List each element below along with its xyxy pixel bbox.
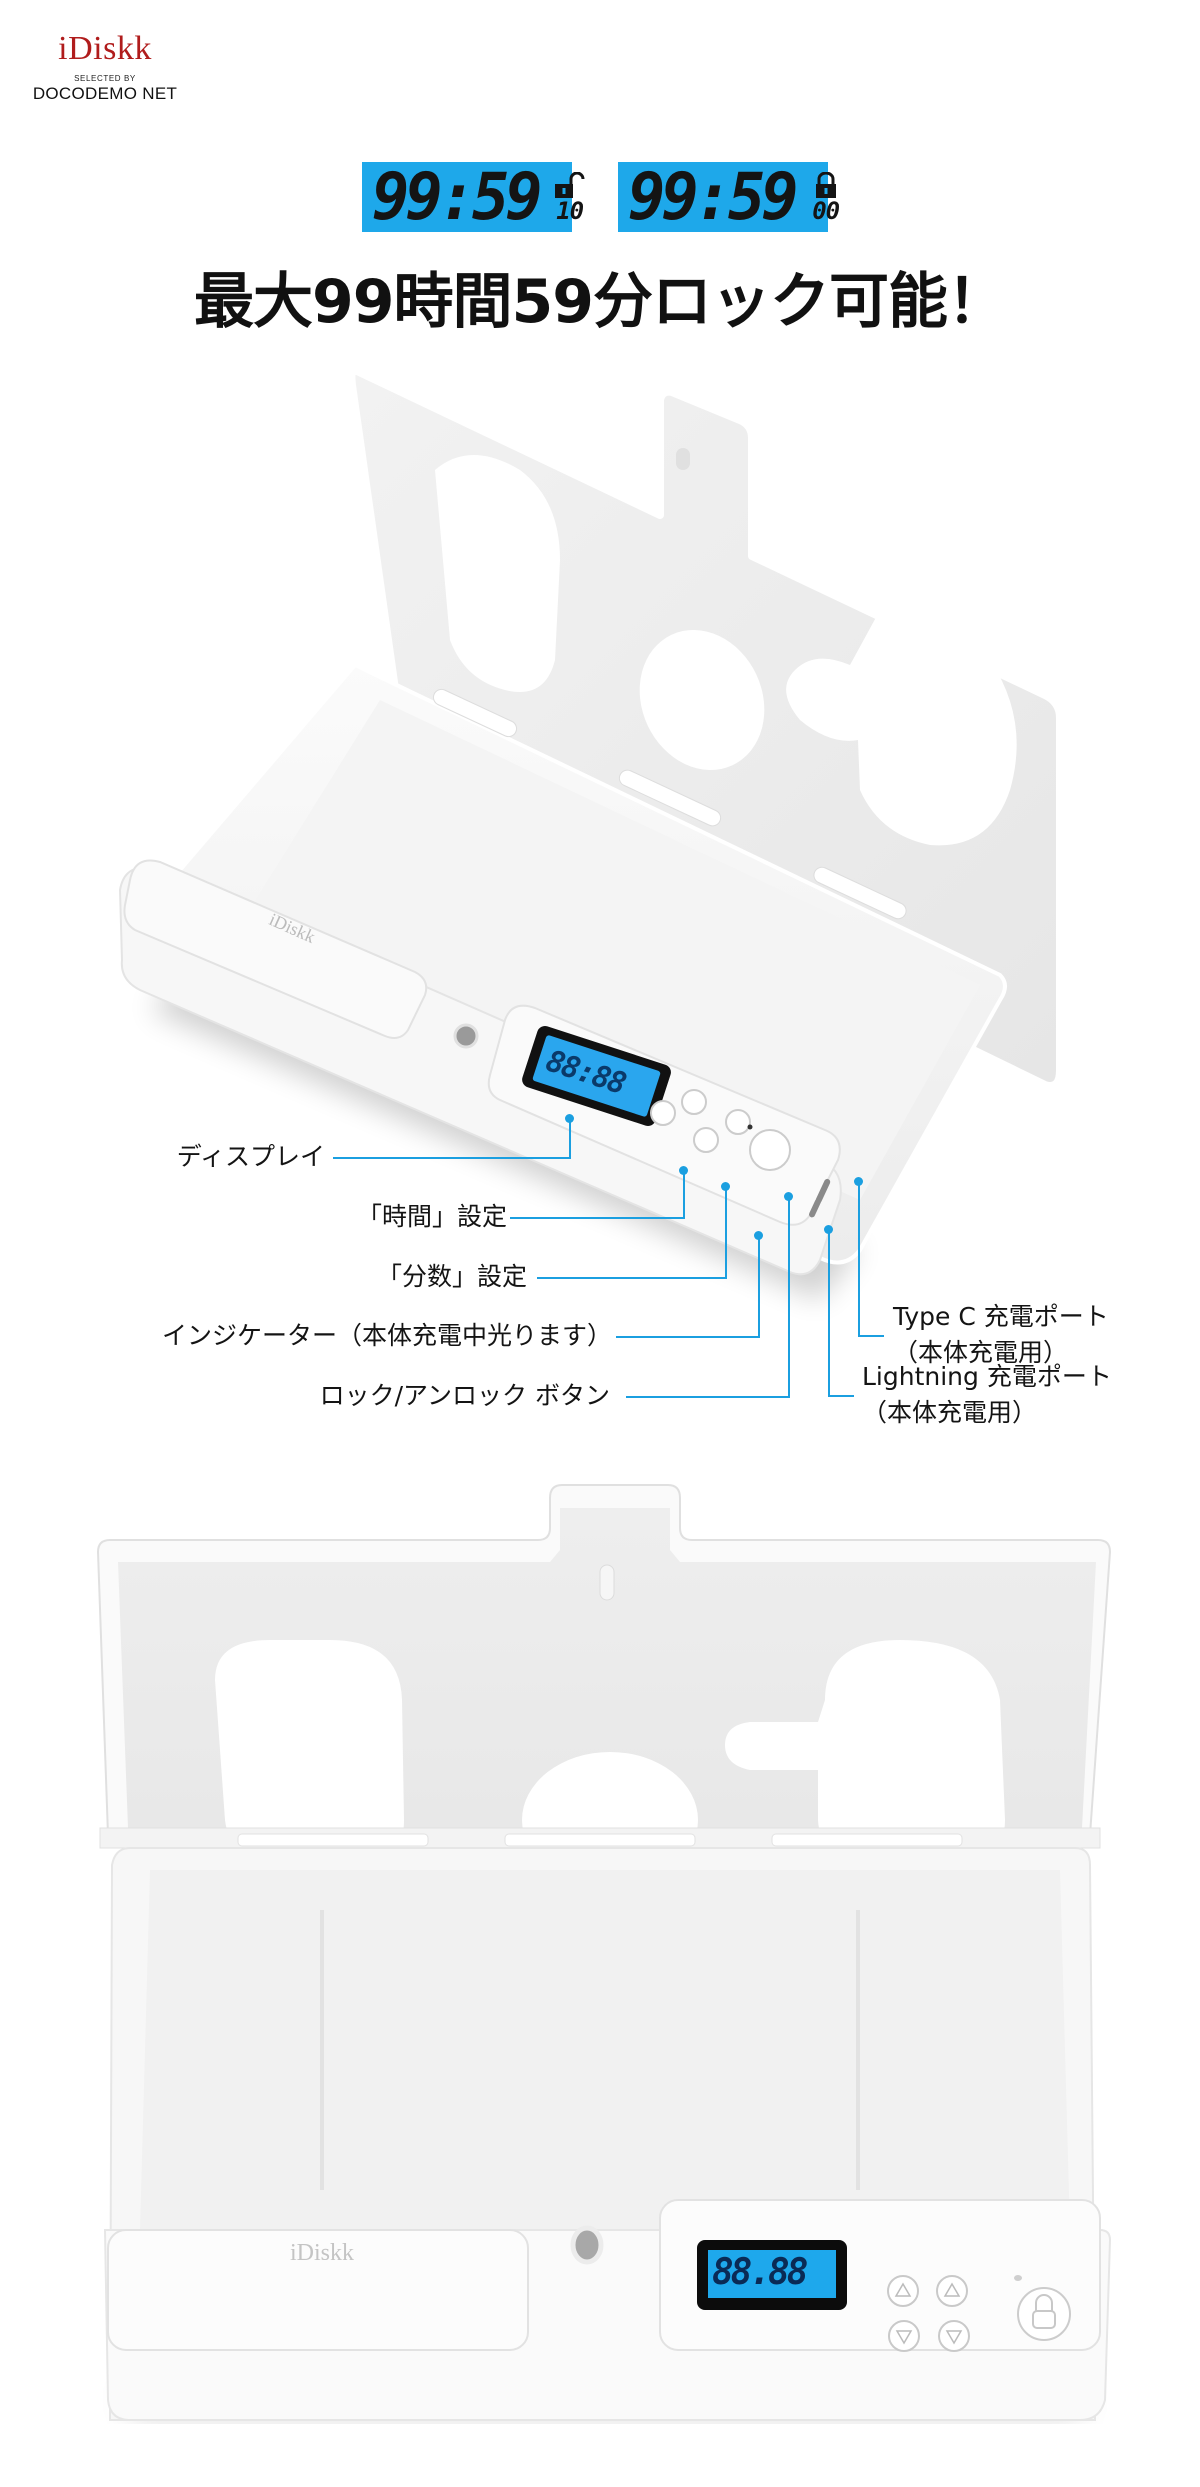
callout-indicator-label: インジケーター（本体充電中光ります） bbox=[161, 1321, 612, 1350]
callout-minute-line-v bbox=[725, 1186, 727, 1279]
callout-display-line-v bbox=[569, 1118, 571, 1159]
device-front-lcd-text: 88.88 bbox=[712, 2252, 808, 2293]
callout-display-dot bbox=[565, 1114, 574, 1123]
lcd-time: 99:59 bbox=[628, 158, 799, 235]
callout-indicator-line bbox=[616, 1336, 760, 1338]
callout-typec-line bbox=[858, 1335, 884, 1337]
callout-lock-label: ロック/アンロック ボタン bbox=[319, 1381, 610, 1410]
lcd-sub-digits: 10 bbox=[556, 197, 584, 225]
callout-minute-line bbox=[537, 1277, 727, 1279]
brand-logo: iDiskk SELECTED BY DOCODEMO NET bbox=[30, 30, 180, 104]
lcd-example-locked: 99:59 00 bbox=[618, 158, 840, 235]
callout-typec-line-v bbox=[858, 1181, 860, 1337]
device-front-engraving: iDiskk bbox=[290, 2240, 355, 2266]
callout-hour-line-v bbox=[683, 1170, 685, 1219]
callout-indicator-line-v bbox=[758, 1235, 760, 1338]
callout-hour-line bbox=[510, 1217, 685, 1219]
callout-typec-label: Type C 充電ポート bbox=[893, 1302, 1109, 1331]
callout-lock-dot bbox=[784, 1192, 793, 1201]
logo-brand-name: iDiskk bbox=[58, 30, 152, 67]
lock-icon bbox=[815, 172, 836, 198]
callout-lightning-sub: （本体充電用） bbox=[862, 1398, 1038, 1427]
lcd-sub-digits: 00 bbox=[812, 197, 840, 225]
headline: 最大99時間59分ロック可能！ bbox=[194, 267, 1007, 337]
callout-lock-line bbox=[626, 1396, 790, 1398]
lcd-example-unlocked: 99:59 10 bbox=[362, 158, 585, 235]
callout-lightning-line bbox=[828, 1395, 854, 1397]
callout-lightning-dot bbox=[824, 1225, 833, 1234]
logo-selected-by: SELECTED BY bbox=[74, 74, 136, 83]
logo-store-name: DOCODEMO NET bbox=[32, 84, 178, 103]
callout-hour-dot bbox=[679, 1166, 688, 1175]
callout-minute-dot bbox=[721, 1182, 730, 1191]
callout-lightning-line-v bbox=[828, 1229, 830, 1397]
callout-typec-sub: （本体充電用） bbox=[893, 1338, 1069, 1367]
callout-display-line bbox=[333, 1157, 570, 1159]
device-front-illustration bbox=[0, 1440, 1200, 2487]
callout-lock-line-v bbox=[788, 1196, 790, 1398]
callout-display-label: ディスプレイ bbox=[176, 1142, 325, 1171]
callout-lightning-label: Lightning 充電ポート bbox=[862, 1362, 1112, 1391]
device-perspective-illustration bbox=[118, 369, 1060, 1300]
callout-hour-label: 「時間」設定 bbox=[356, 1202, 507, 1231]
unlock-icon bbox=[554, 172, 585, 198]
lcd-time: 99:59 bbox=[372, 158, 543, 235]
callout-minute-label: 「分数」設定 bbox=[376, 1262, 527, 1291]
callout-indicator-dot bbox=[754, 1231, 763, 1240]
callout-typec-dot bbox=[854, 1177, 863, 1186]
